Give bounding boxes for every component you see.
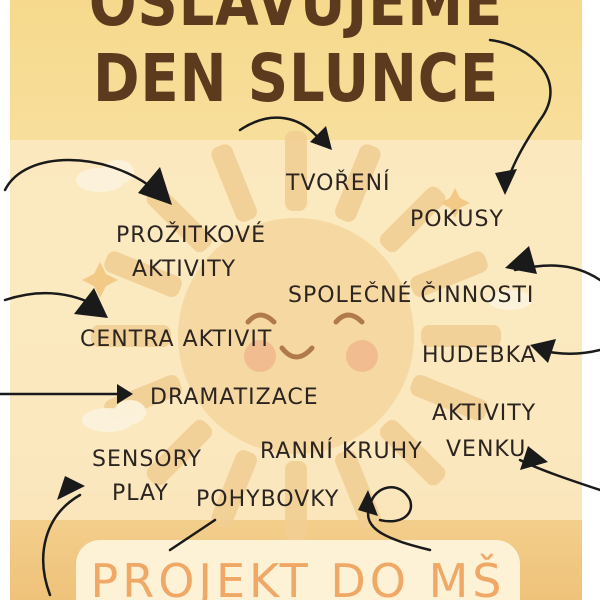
arrow-icon bbox=[488, 38, 552, 192]
arrow-icon bbox=[3, 291, 97, 307]
label-centra: CENTRA AKTIVIT bbox=[80, 327, 273, 352]
label-venku-1: AKTIVITY bbox=[432, 401, 537, 426]
arrow-icon bbox=[3, 158, 157, 192]
arrow-icon bbox=[366, 486, 432, 552]
label-hudebka: HUDEBKA bbox=[422, 343, 537, 368]
title-line-1: OSLAVUJEME bbox=[88, 0, 504, 41]
arrow-icon bbox=[42, 493, 82, 597]
footer-label: PROJEKT DO MŠ bbox=[90, 554, 506, 600]
label-venku-2: VENKU bbox=[446, 437, 527, 462]
label-prozitkove-2: AKTIVITY bbox=[132, 257, 237, 282]
label-tvoreni: TVOŘENÍ bbox=[286, 171, 391, 196]
label-prozitkove-1: PROŽITKOVÉ bbox=[116, 223, 266, 248]
title-line-2: DEN SLUNCE bbox=[92, 40, 500, 117]
sparkle-icon bbox=[82, 188, 470, 298]
label-sensory-2: PLAY bbox=[112, 481, 169, 506]
arrow-icon bbox=[238, 116, 322, 142]
label-dramatizace: DRAMATIZACE bbox=[150, 385, 319, 410]
poster-background: OSLAVUJEME DEN SLUNCE PROJEKT DO MŠ bbox=[10, 0, 582, 600]
label-spolecne: SPOLEČNÉ ČINNOSTI bbox=[288, 283, 535, 308]
cloud-icon bbox=[76, 160, 532, 432]
arrow-icon bbox=[168, 518, 217, 552]
label-pohybovky: POHYBOVKY bbox=[196, 487, 340, 512]
label-ranni: RANNÍ KRUHY bbox=[260, 439, 423, 464]
smiling-sun-icon bbox=[76, 131, 532, 541]
label-sensory-1: SENSORY bbox=[92, 447, 202, 472]
label-pokusy: POKUSY bbox=[410, 207, 504, 232]
footer-badge: PROJEKT DO MŠ bbox=[76, 540, 520, 600]
